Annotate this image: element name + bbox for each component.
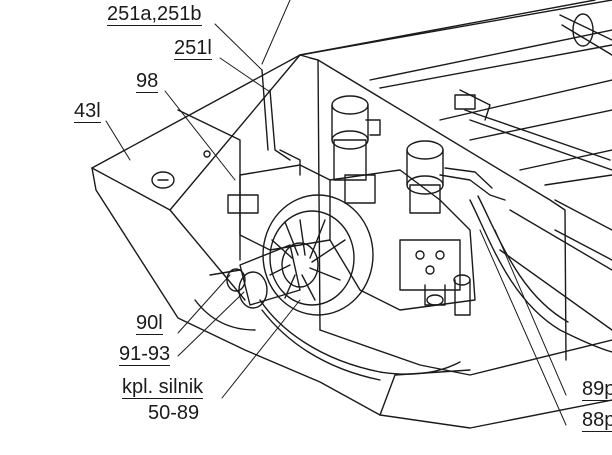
callout-kpl-silnik: kpl. silnik	[122, 376, 204, 399]
callout-43l: 43l	[74, 100, 101, 123]
solenoid-valves	[261, 69, 506, 214]
callout-251l: 251l	[174, 37, 212, 60]
callout-89p: 89p	[582, 379, 612, 401]
callout-251a-251b: 251a,251b	[107, 3, 202, 26]
callout-91-93: 91-93	[119, 343, 171, 366]
pump-block	[227, 164, 476, 316]
leader-lines	[105, 0, 567, 426]
housing	[91, 0, 612, 429]
callout-88p: 88p	[582, 410, 612, 432]
motor-fan	[209, 194, 374, 316]
callout-90l: 90l	[136, 312, 163, 335]
cables	[194, 195, 612, 381]
callout-98: 98	[136, 70, 159, 93]
callout-50-89: 50-89	[148, 402, 200, 424]
